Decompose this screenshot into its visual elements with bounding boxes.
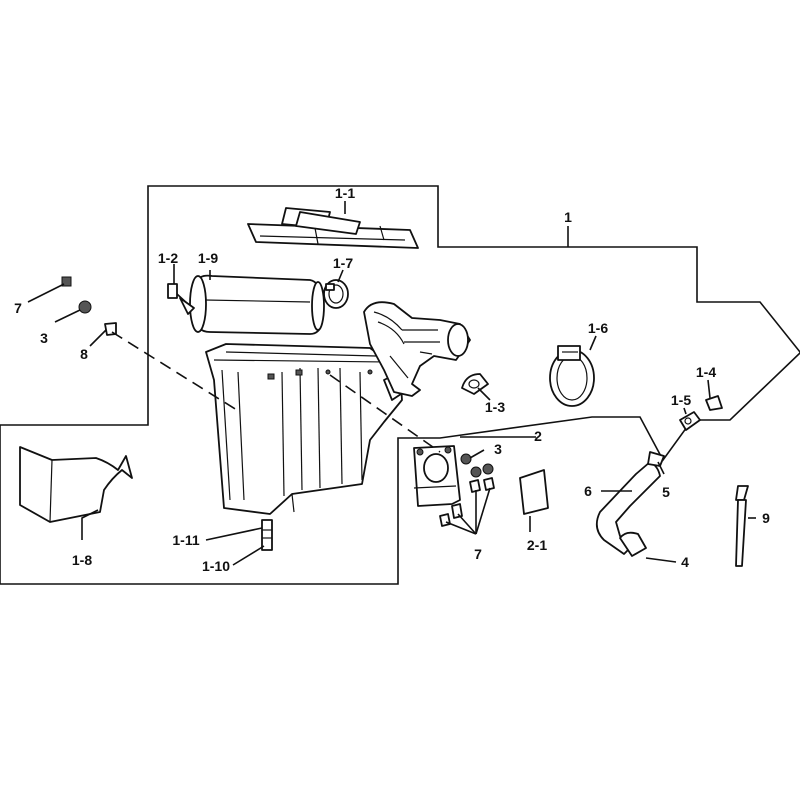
label-3-left: 3 — [40, 330, 48, 346]
hose-clamp-large — [549, 345, 595, 407]
dash-line-left — [111, 331, 241, 413]
label-9: 9 — [762, 510, 770, 526]
mount-bracket — [413, 445, 461, 507]
assembly-outline — [0, 185, 800, 585]
label-1-6: 1-6 — [588, 320, 608, 336]
label-3-right: 3 — [494, 441, 502, 457]
label-6: 6 — [584, 483, 592, 499]
label-2: 2 — [534, 428, 542, 444]
label-1-5: 1-5 — [671, 392, 691, 408]
label-1-9: 1-9 — [198, 250, 218, 266]
left-fasteners — [61, 276, 117, 336]
airbox-housing — [205, 343, 405, 515]
drain-fitting — [261, 519, 273, 551]
rubber-pad — [519, 469, 549, 515]
intake-duct — [363, 301, 471, 397]
label-4: 4 — [681, 554, 689, 570]
right-fasteners — [439, 453, 495, 527]
leader-lines — [27, 201, 756, 566]
label-1-11: 1-11 — [172, 532, 199, 548]
dash-line-right — [329, 374, 441, 453]
hose-clamp-bottom — [619, 531, 647, 557]
label-5: 5 — [662, 484, 670, 500]
air-filter-lid — [247, 207, 419, 249]
air-filter-element — [189, 274, 325, 335]
fitting-parts — [679, 395, 723, 431]
cable-tie — [735, 485, 749, 567]
label-1: 1 — [564, 209, 572, 225]
label-1-1: 1-1 — [335, 185, 355, 201]
label-1-3: 1-3 — [485, 399, 505, 415]
label-7-left: 7 — [14, 300, 22, 316]
label-1-10: 1-10 — [202, 558, 230, 574]
label-1-2: 1-2 — [158, 250, 178, 266]
label-1-4: 1-4 — [696, 364, 716, 380]
hose-clamp-small — [323, 279, 349, 309]
bolt-part — [167, 283, 195, 315]
label-7-right: 7 — [474, 546, 482, 562]
label-2-1: 2-1 — [527, 537, 547, 553]
label-1-8: 1-8 — [72, 552, 92, 568]
label-1-7: 1-7 — [333, 255, 353, 271]
label-8: 8 — [80, 346, 88, 362]
hose-clip — [461, 373, 489, 395]
heat-shield — [19, 446, 133, 523]
